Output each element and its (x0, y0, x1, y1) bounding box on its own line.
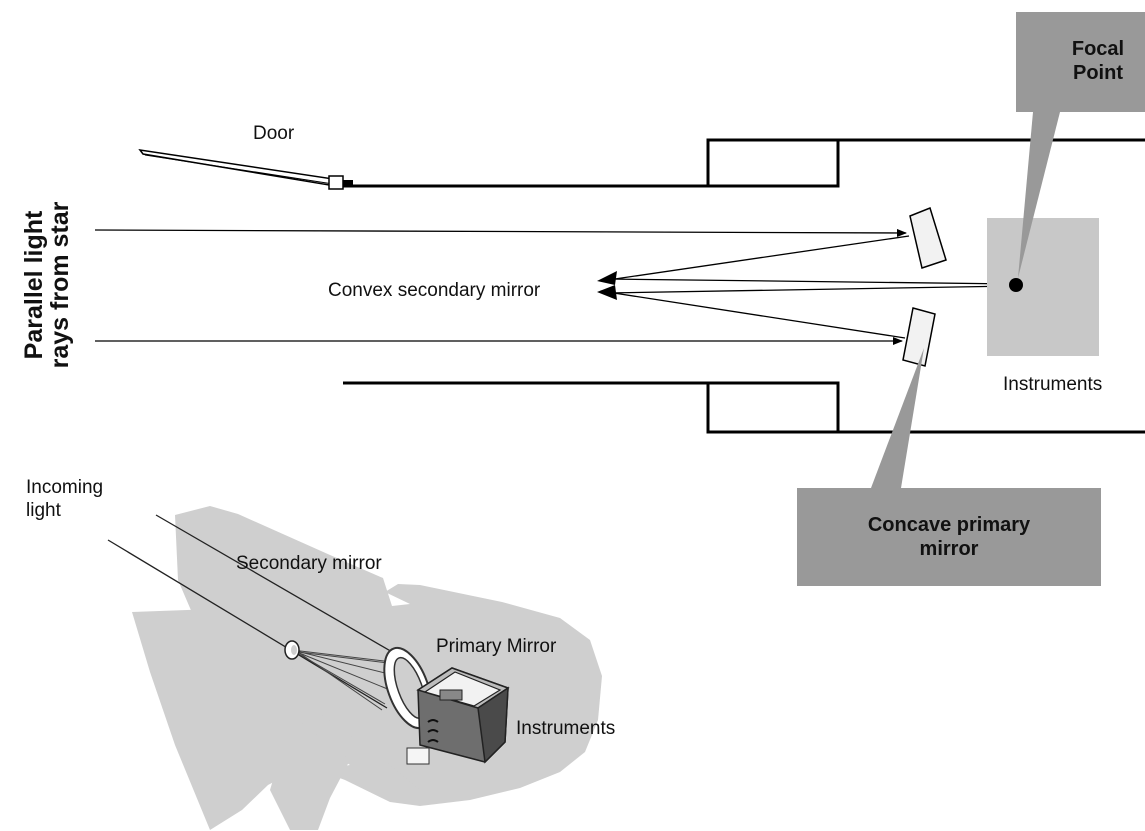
secondary-mirror-icon (284, 640, 300, 660)
secondary-arrowhead-top (597, 271, 617, 285)
reflected-ray-bottom (600, 288, 906, 339)
focal-return-ray-bottom (606, 285, 1016, 294)
secondary-mirror-label: Secondary mirror (236, 553, 382, 574)
primary-mirror-lower (902, 307, 936, 367)
parallel-light-label-line1: Parallel light (20, 210, 48, 359)
reflected-ray-top (600, 235, 910, 284)
concave-primary-label-line2: mirror (920, 538, 979, 560)
incoming-light-line-lower (107, 539, 388, 709)
concave-primary-callout: Concave primary mirror (797, 348, 1101, 586)
instruments-box (987, 218, 1099, 356)
secondary-arrowhead-bottom (597, 285, 617, 300)
focal-point-dot (1009, 278, 1023, 292)
tube-lower-wall (343, 381, 840, 434)
convex-secondary-label: Convex secondary mirror (328, 280, 541, 301)
focal-point-label-line1: Focal (1072, 38, 1124, 60)
instruments-label-top: Instruments (1003, 374, 1102, 395)
incoming-light-label-line1: Incoming (26, 477, 103, 498)
concave-primary-label-line1: Concave primary (868, 514, 1031, 536)
instruments-label-bottom: Instruments (516, 718, 615, 739)
incoming-light-line-upper (155, 514, 407, 661)
focal-point-label-line2: Point (1073, 62, 1123, 84)
instruments-package-icon (406, 667, 510, 765)
focal-return-ray-top (606, 278, 1016, 285)
primary-mirror-upper (909, 207, 947, 269)
incoming-ray-top (94, 228, 907, 237)
primary-mirror-label: Primary Mirror (436, 636, 557, 657)
door-label: Door (253, 123, 295, 144)
parallel-light-label: Parallel light rays from star (20, 201, 74, 368)
incoming-light-label-line2: light (26, 500, 62, 521)
parallel-light-label-line2: rays from star (46, 201, 74, 368)
focal-point-callout: Focal Point (1016, 12, 1145, 278)
tube-upper-wall (343, 138, 840, 188)
door-icon (138, 148, 353, 190)
